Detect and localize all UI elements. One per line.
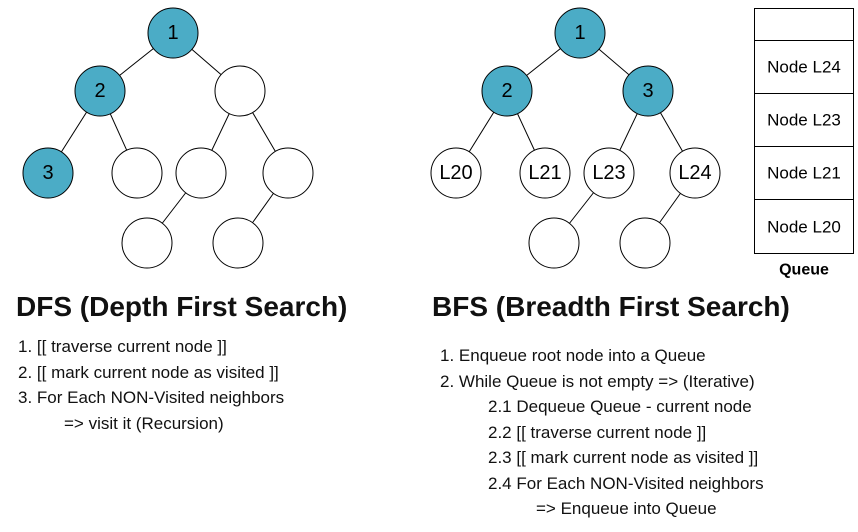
bfs-edges bbox=[455, 32, 696, 244]
bfs-step: 2.3 [[ mark current node as visited ]] bbox=[488, 448, 759, 467]
queue-cell-label: Node L23 bbox=[767, 111, 841, 130]
dfs-node-unvisited bbox=[214, 65, 266, 117]
queue-cell bbox=[754, 93, 854, 147]
bfs-step: 2.4 For Each NON-Visited neighbors bbox=[488, 473, 764, 493]
dfs-node-2 bbox=[74, 65, 126, 117]
bfs-node-label: 3 bbox=[642, 80, 653, 102]
bfs-step: 2.1 Dequeue Queue - current node bbox=[488, 397, 752, 416]
dfs-title: DFS (Depth First Search) bbox=[16, 291, 348, 322]
bfs-node-l21 bbox=[519, 147, 571, 199]
queue-cell bbox=[754, 146, 854, 200]
bfs-step: 1. Enqueue root node into a Queue bbox=[440, 346, 706, 365]
bfs-node-l20 bbox=[430, 147, 482, 199]
bfs-node-l24 bbox=[669, 147, 721, 199]
dfs-steps: 1. [[ traverse current node ]] 2. [[ mar… bbox=[18, 334, 284, 436]
queue-cell-label: Node L20 bbox=[767, 218, 841, 237]
queue-cell bbox=[754, 40, 854, 94]
bfs-step: 2.2 [[ traverse current node ]] bbox=[488, 422, 707, 442]
dfs-node-unvisited bbox=[111, 147, 163, 199]
bfs-node-unvisited bbox=[528, 217, 580, 269]
dfs-node-3 bbox=[22, 147, 74, 199]
queue-box bbox=[754, 8, 854, 254]
bfs-step: => Enqueue into Queue bbox=[536, 499, 717, 518]
bfs-node-unvisited bbox=[619, 217, 671, 269]
bfs-node-1 bbox=[554, 7, 606, 59]
bfs-node-label: 2 bbox=[501, 80, 512, 102]
dfs-step: => visit it (Recursion) bbox=[64, 413, 224, 433]
dfs-node-label: 2 bbox=[94, 80, 105, 102]
bfs-node-l23 bbox=[583, 147, 635, 199]
bfs-steps: 1. Enqueue root node into a Queue 2. Whi… bbox=[440, 343, 764, 522]
dfs-node-1 bbox=[147, 7, 199, 59]
dfs-edges bbox=[47, 32, 289, 244]
bfs-nodes bbox=[430, 7, 721, 269]
bfs-step: 2. While Queue is not empty => (Iterativ… bbox=[440, 371, 755, 391]
queue-cell-label: Node L24 bbox=[767, 58, 841, 77]
dfs-node-unvisited bbox=[262, 147, 314, 199]
bfs-node-label: L21 bbox=[528, 162, 561, 184]
dfs-step: 2. [[ mark current node as visited ]] bbox=[18, 362, 279, 382]
queue-cell bbox=[754, 199, 854, 254]
dfs-node-unvisited bbox=[175, 147, 227, 199]
dfs-step: 1. [[ traverse current node ]] bbox=[18, 337, 227, 356]
dfs-node-label: 1 bbox=[167, 22, 178, 44]
dfs-step: 3. For Each NON-Visited neighbors bbox=[18, 388, 285, 407]
bfs-title: BFS (Breadth First Search) bbox=[432, 291, 790, 322]
bfs-node-label: L23 bbox=[592, 162, 625, 184]
bfs-node-2 bbox=[481, 65, 533, 117]
dfs-nodes bbox=[22, 7, 314, 269]
bfs-node-3 bbox=[622, 65, 674, 117]
bfs-node-label: 1 bbox=[574, 22, 585, 44]
bfs-node-label: L24 bbox=[678, 162, 711, 184]
bfs-node-label: L20 bbox=[439, 162, 472, 184]
dfs-node-label: 3 bbox=[42, 162, 53, 184]
dfs-node-unvisited bbox=[121, 217, 173, 269]
queue-title: Queue bbox=[779, 262, 829, 279]
queue-cell-label: Node L21 bbox=[767, 164, 841, 183]
dfs-node-unvisited bbox=[212, 217, 264, 269]
queue-cell bbox=[754, 8, 854, 41]
